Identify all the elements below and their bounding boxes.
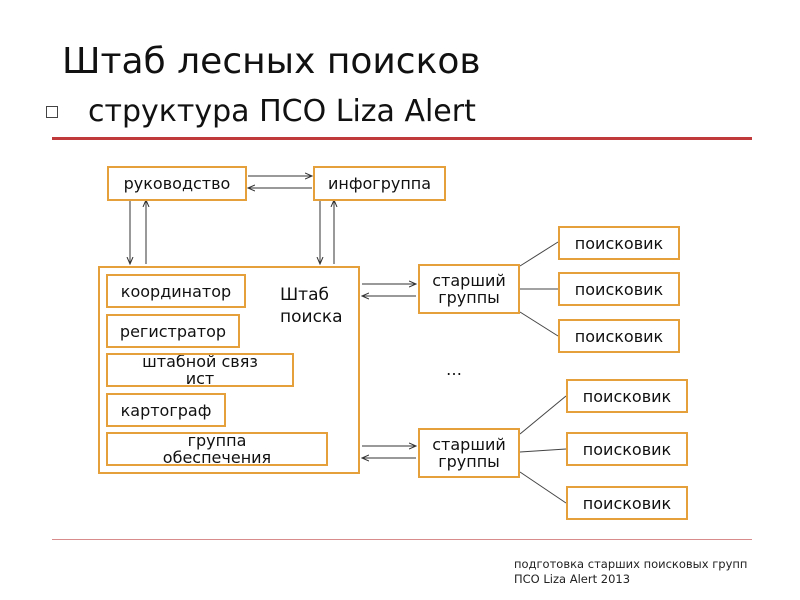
infogroup-label: инфогруппа: [327, 174, 432, 193]
searcher-top-3: поисковик: [558, 319, 680, 353]
hq-label: Штаб поиска: [280, 285, 343, 327]
searcher-label: поисковик: [582, 439, 672, 459]
hq-role-label: координатор: [120, 281, 232, 301]
searcher-label: поисковик: [574, 279, 664, 299]
hq-role-label: группа обеспечения: [162, 432, 272, 466]
hq-role-label: регистратор: [119, 321, 227, 341]
hq-container: [98, 266, 360, 474]
searcher-label: поисковик: [582, 493, 672, 513]
hq-role-registrar: регистратор: [106, 314, 240, 348]
searcher-bottom-1: поисковик: [566, 379, 688, 413]
searcher-bottom-2: поисковик: [566, 432, 688, 466]
ellipsis: …: [446, 360, 462, 379]
hq-role-label: картограф: [120, 400, 212, 420]
searcher-top-1: поисковик: [558, 226, 680, 260]
infogroup-box: инфогруппа: [313, 166, 446, 201]
hq-role-support-group: группа обеспечения: [106, 432, 328, 466]
group-leader-top: старший группы: [418, 264, 520, 314]
hq-role-coordinator: координатор: [106, 274, 246, 308]
group-leader-label: старший группы: [432, 435, 506, 471]
hq-role-label: штабной связист: [142, 353, 258, 387]
searcher-label: поисковик: [582, 386, 672, 406]
bottom-divider: [52, 539, 752, 540]
searcher-label: поисковик: [574, 326, 664, 346]
footer-text: подготовка старших поисковых групп ПСО L…: [514, 557, 748, 586]
line-leader-bottom-searcher-1: [519, 395, 567, 435]
subtitle-row: структура ПСО Liza Alert: [46, 92, 476, 132]
searcher-top-2: поисковик: [558, 272, 680, 306]
searcher-label: поисковик: [574, 233, 664, 253]
line-leader-bottom-searcher-2: [519, 448, 567, 453]
management-box: руководство: [107, 166, 247, 201]
line-leader-bottom-searcher-3: [519, 471, 567, 504]
group-leader-bottom: старший группы: [418, 428, 520, 478]
line-leader-top-searcher-3: [519, 311, 559, 337]
searcher-bottom-3: поисковик: [566, 486, 688, 520]
line-leader-top-searcher-1: [519, 241, 559, 267]
hq-role-signaller: штабной связист: [106, 353, 294, 387]
square-bullet-icon: [46, 106, 58, 118]
management-label: руководство: [123, 174, 231, 193]
page-subtitle: структура ПСО Liza Alert: [88, 94, 476, 129]
group-leader-label: старший группы: [432, 271, 506, 307]
hq-role-cartographer: картограф: [106, 393, 226, 427]
top-divider: [52, 137, 752, 140]
page-title: Штаб лесных поисков: [62, 41, 481, 82]
